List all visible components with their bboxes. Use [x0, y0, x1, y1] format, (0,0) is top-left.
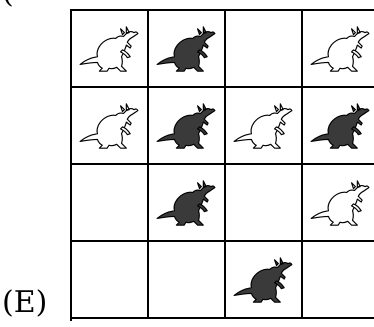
grid-cell-r2-c1 [72, 88, 149, 165]
grid-cell-r3-c2 [149, 165, 226, 242]
grid-cell-r1-c3 [226, 11, 303, 88]
grid-cell-r2-c2 [149, 88, 226, 165]
grid-cell-r2-c4 [303, 88, 374, 165]
grid-cell-r1-c2 [149, 11, 226, 88]
kangaroo-grid [70, 9, 374, 321]
white-kangaroo-icon [306, 23, 374, 75]
grid-cell-r3-c4 [303, 165, 374, 242]
white-kangaroo-icon [229, 100, 297, 152]
white-kangaroo-icon [306, 177, 374, 229]
grid-cell-r2-c3 [226, 88, 303, 165]
dark-kangaroo-icon [152, 177, 220, 229]
white-kangaroo-icon [75, 23, 143, 75]
grid-cell-r1-c1 [72, 11, 149, 88]
grid-cell-r4-c2 [149, 242, 226, 319]
grid-cell-r4-c4 [303, 242, 374, 319]
grid-cell-r3-c3 [226, 165, 303, 242]
dark-kangaroo-icon [306, 100, 374, 152]
grid-cell-r4-c1 [72, 242, 149, 319]
option-label-e: (E) [2, 288, 47, 318]
dark-kangaroo-icon [152, 23, 220, 75]
dark-kangaroo-icon [229, 254, 297, 306]
grid-cell-r3-c1 [72, 165, 149, 242]
partial-option-label-top: ( [2, 0, 14, 8]
white-kangaroo-icon [75, 100, 143, 152]
dark-kangaroo-icon [152, 100, 220, 152]
grid-cell-r1-c4 [303, 11, 374, 88]
grid-cell-r4-c3 [226, 242, 303, 319]
